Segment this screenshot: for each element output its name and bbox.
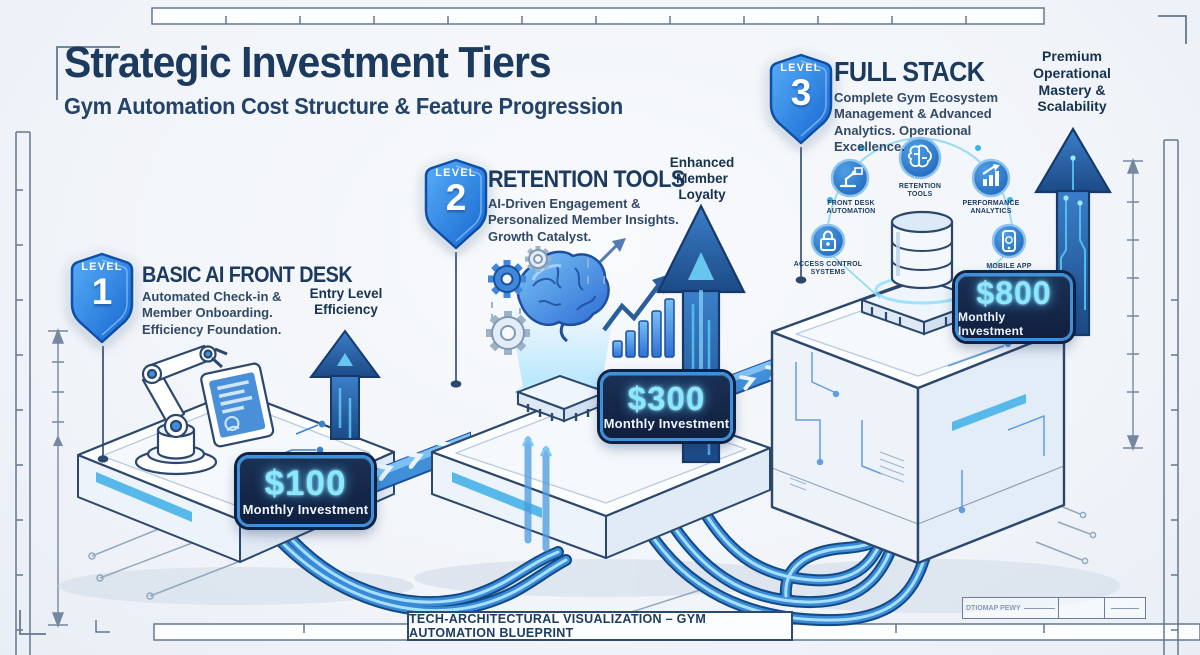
level2-badge[interactable]: LEVEL 2	[424, 158, 488, 250]
page-subtitle: Gym Automation Cost Structure & Feature …	[64, 93, 623, 119]
dimension-lines	[48, 158, 1143, 628]
level3-price-badge[interactable]: $800 Monthly Investment	[955, 273, 1073, 341]
level1-badge[interactable]: LEVEL 1	[70, 252, 134, 344]
footer-caption-text: TECH-ARCHITECTURAL VISUALIZATION – GYM A…	[409, 612, 707, 640]
level1-badge-label: LEVEL	[81, 261, 123, 273]
level2-price: $300	[627, 380, 706, 417]
level3-badge[interactable]: LEVEL 3	[769, 53, 833, 145]
footer-caption: TECH-ARCHITECTURAL VISUALIZATION – GYM A…	[407, 611, 793, 641]
performance-analytics-label: PERFORMANCE ANALYTICS	[962, 200, 1020, 216]
level2-title: RETENTION TOOLS	[488, 166, 685, 193]
entry-level-arrow	[309, 329, 381, 440]
title-block-cell-3	[1105, 598, 1145, 618]
robot-arm	[134, 344, 228, 476]
level3-price-caption: Monthly Investment	[958, 309, 1024, 338]
growth-chart	[587, 238, 675, 358]
retention-tools-icon	[898, 136, 942, 180]
level1-title: BASIC AI FRONT DESK	[142, 262, 353, 287]
level3-title: FULL STACK	[834, 56, 985, 87]
gears	[486, 246, 551, 355]
level3-description: Complete Gym Ecosystem Management & Adva…	[834, 90, 999, 154]
access-control-label: ACCESS CONTROL SYSTEMS	[793, 261, 863, 277]
retention-tools-label: RETENTION TOOLS	[898, 183, 942, 199]
front-desk-automation-icon	[830, 158, 870, 198]
level1-price: $100	[264, 463, 347, 503]
performance-analytics-icon	[971, 158, 1011, 198]
hologram-chip	[508, 302, 616, 423]
level3-price: $800	[976, 274, 1052, 311]
level3-badge-label: LEVEL	[780, 62, 822, 74]
level1-price-badge[interactable]: $100 Monthly Investment	[237, 455, 374, 527]
page-title: Strategic Investment Tiers	[64, 38, 552, 87]
title-block-cell-1: DTIOMAP PEWY	[963, 598, 1060, 618]
glow-cables	[266, 464, 936, 627]
level1-badge-number: 1	[91, 271, 113, 312]
level1-price-caption: Monthly Investment	[242, 501, 369, 517]
level3-badge-number: 3	[790, 72, 812, 113]
level2-price-badge[interactable]: $300 Monthly Investment	[600, 372, 733, 441]
level2-annotation: Enhanced Member Loyalty	[669, 155, 735, 203]
level3-annotation: Premium Operational Mastery & Scalabilit…	[1033, 48, 1111, 115]
tablet	[200, 362, 275, 448]
level2-badge-label: LEVEL	[435, 167, 477, 179]
mobile-app-icon	[991, 223, 1027, 259]
level1-description: Automated Check-in & Member Onboarding. …	[142, 289, 282, 337]
front-desk-automation-label: FRONT DESK AUTOMATION	[826, 200, 876, 216]
level1-annotation: Entry Level Efficiency	[309, 286, 383, 318]
access-control-icon	[810, 223, 846, 259]
badge-leader-lines	[97, 147, 807, 463]
title-block: DTIOMAP PEWY	[962, 597, 1146, 619]
level2-price-caption: Monthly Investment	[603, 416, 730, 431]
title-block-text: DTIOMAP PEWY	[966, 604, 1021, 612]
level2-badge-number: 2	[445, 177, 467, 218]
title-block-line	[1023, 607, 1056, 609]
shadows	[58, 559, 1120, 613]
title-block-cell-2	[1059, 598, 1105, 618]
mobile-app-label: MOBILE APP	[986, 263, 1032, 270]
level2-description: AI-Driven Engagement & Personalized Memb…	[488, 196, 679, 244]
